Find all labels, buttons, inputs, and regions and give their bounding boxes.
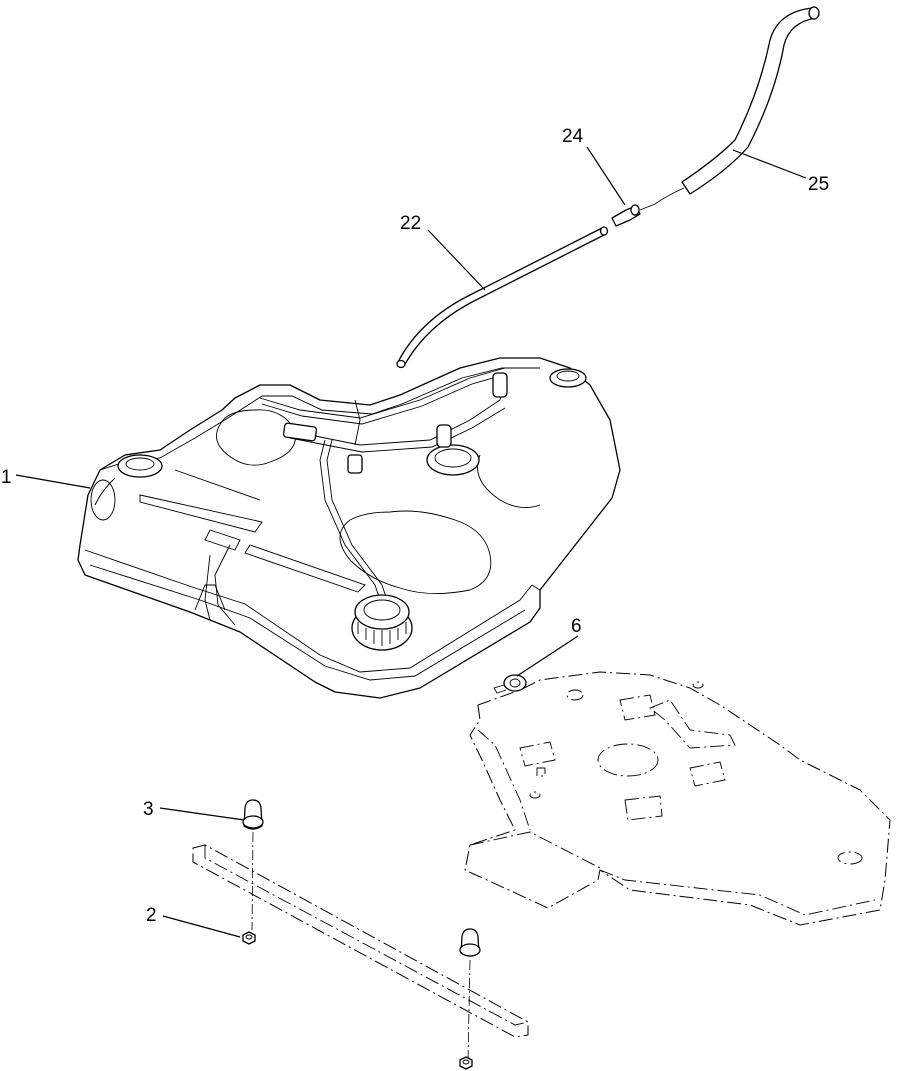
- callout-6: 6: [571, 616, 582, 637]
- callout-24: 24: [562, 126, 584, 147]
- hose: [396, 226, 609, 369]
- leader-24: [586, 146, 626, 206]
- callout-3: 3: [143, 799, 154, 820]
- leader-22: [427, 229, 486, 291]
- connector: [611, 203, 656, 227]
- bumper: [242, 799, 481, 1061]
- leader-3: [159, 807, 245, 821]
- fuel-tank: [77, 357, 621, 699]
- callout-25: 25: [808, 174, 829, 195]
- callout-1: 1: [1, 467, 12, 488]
- leader-2: [162, 915, 241, 938]
- mounting-strap: [192, 844, 529, 1038]
- mounting-plate: [464, 671, 891, 926]
- nut: [242, 931, 473, 1070]
- leader-1: [15, 474, 91, 489]
- callout-2: 2: [146, 905, 157, 926]
- leader-25: [732, 149, 807, 179]
- grommet: [493, 674, 527, 694]
- callout-22: 22: [400, 213, 421, 234]
- vent-hose: [654, 6, 820, 205]
- leader-6: [516, 635, 579, 677]
- callout-labels: 1 2 3 6 22 24 25: [1, 126, 829, 926]
- leader-lines: [15, 146, 807, 938]
